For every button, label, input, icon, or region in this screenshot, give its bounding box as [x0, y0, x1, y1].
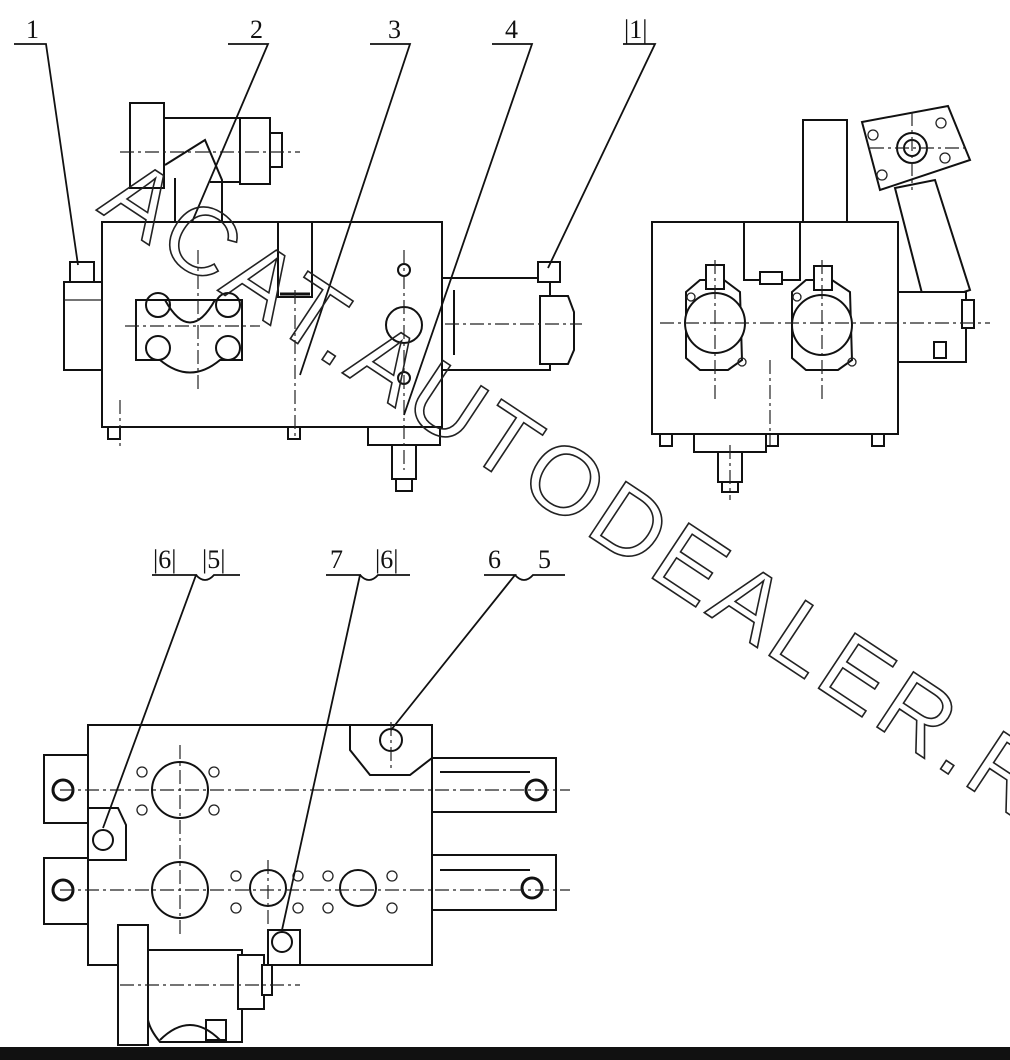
bottom-border: [0, 1047, 1010, 1060]
callout-6-boxed-a: |6|: [153, 545, 176, 574]
callout-5: 5: [538, 545, 551, 574]
callout-1-boxed: |1|: [624, 15, 647, 44]
side-view: [651, 104, 990, 500]
callout-labels: 1 2 3 4 |1| |6| |5| 7 |6| 6 5: [26, 15, 647, 574]
top-view: [43, 722, 570, 1046]
callout-5-boxed: |5|: [202, 545, 225, 574]
leader-lines: [14, 43, 657, 931]
callout-6-boxed-b: |6|: [375, 545, 398, 574]
callout-4: 4: [505, 15, 518, 44]
front-view: [63, 102, 582, 492]
callout-1: 1: [26, 15, 39, 44]
callout-2: 2: [250, 15, 263, 44]
callout-7: 7: [330, 545, 343, 574]
callout-6: 6: [488, 545, 501, 574]
callout-3: 3: [388, 15, 401, 44]
